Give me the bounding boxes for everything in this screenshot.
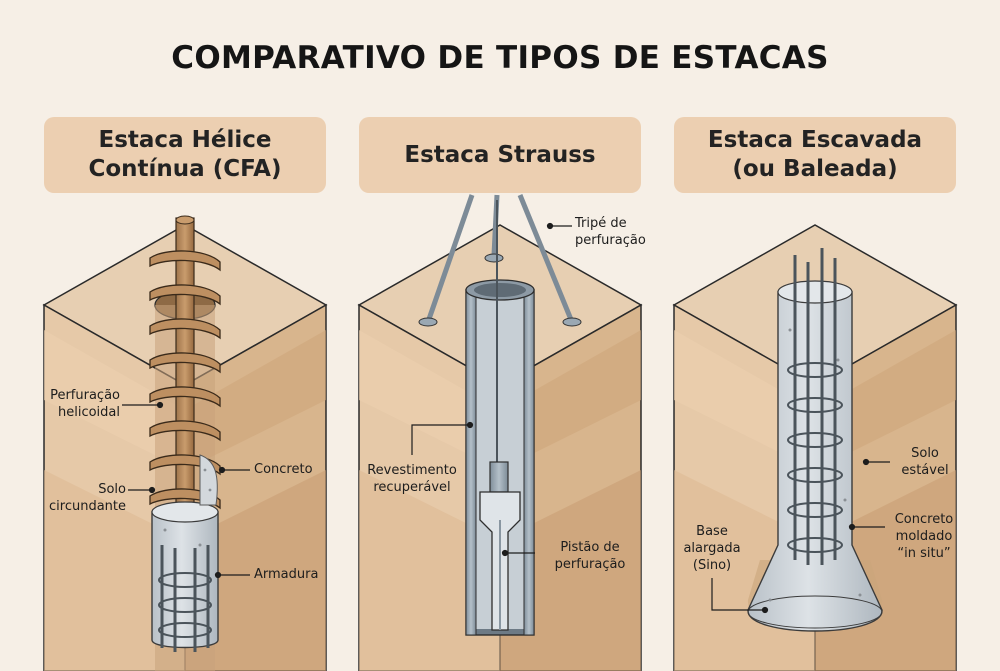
panel-title-cfa: Estaca Hélice Contínua (CFA) (44, 117, 326, 193)
leaders-cfa (122, 401, 250, 579)
piston-strauss (479, 461, 521, 631)
concrete-column-cfa (151, 454, 219, 649)
soil-block-strauss (357, 224, 643, 671)
panel-title-strauss: Estaca Strauss (359, 117, 641, 193)
label-surrounding-soil: Solo circundante (49, 482, 126, 514)
rebar-cage-escavada (787, 248, 843, 565)
rebar-cage-cfa (158, 545, 212, 652)
label-stable-soil: Solo estável (901, 446, 949, 478)
leaders-escavada (711, 458, 890, 614)
label-bell-base: Base alargada (Sino) (683, 524, 741, 573)
label-rebar: Armadura (254, 567, 319, 582)
label-drilling: Perfuração helicoidal (50, 388, 120, 420)
panel-title-escavada: Estaca Escavada (ou Baleada) (674, 117, 956, 193)
label-cast-concrete: Concreto moldado “in situ” (894, 512, 954, 561)
soil-block-cfa (42, 224, 328, 671)
diagram-title: COMPARATIVO DE TIPOS DE ESTACAS (171, 40, 829, 76)
label-concrete: Concreto (254, 462, 313, 477)
label-piston: Pistão de perfuração (554, 540, 626, 572)
label-casing: Revestimento recuperável (367, 463, 457, 495)
auger-cfa (149, 215, 221, 519)
leaders-strauss (411, 222, 572, 557)
label-tripod: Tripé de perfuração (575, 216, 646, 248)
